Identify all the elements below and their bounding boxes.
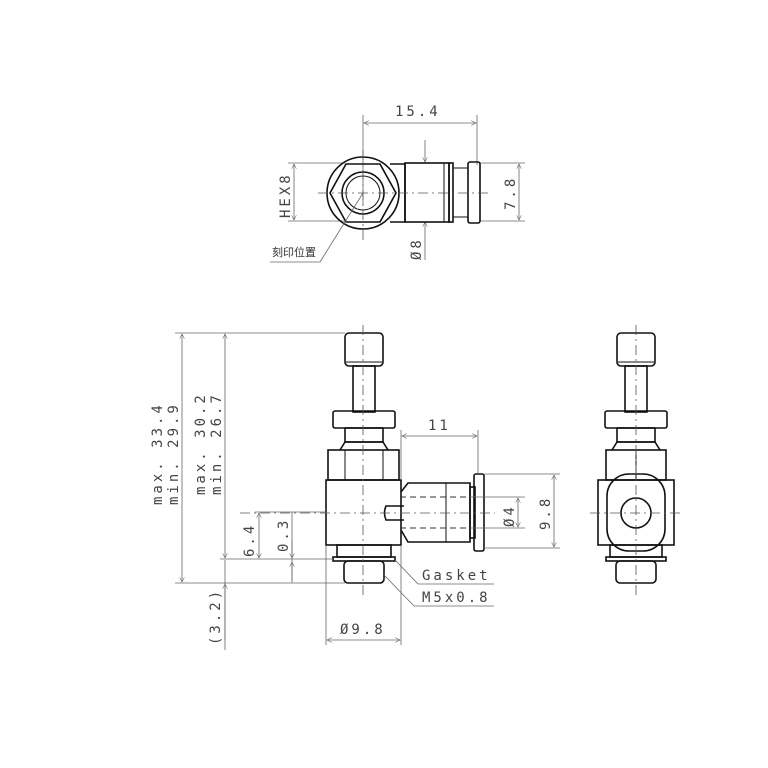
dim-port-dia: Ø4 (502, 504, 518, 527)
dim-gasket-offset: 0.3 (276, 518, 292, 552)
marking-label: 刻印位置 (272, 245, 316, 259)
dim-width: 15.4 (395, 104, 441, 120)
dim-release-dia: 9.8 (538, 496, 554, 530)
dim-elbow-reach: 11 (428, 418, 451, 434)
dim-overall-max: max. 33.4 (150, 402, 166, 505)
top-view: 15.4 HEX8 7.8 Ø8 刻印位置 (270, 104, 525, 263)
dim-height: 7.8 (503, 176, 519, 210)
dim-body-dia: Ø9.8 (340, 622, 386, 638)
front-view: max. 33.4 min. 29.9 max. 30.2 min. 26.7 … (150, 325, 560, 650)
dim-thread-length: (3.2) (208, 588, 224, 645)
gasket-label: Gasket (422, 568, 491, 584)
dim-hex: HEX8 (278, 172, 294, 218)
dim-port-height: 6.4 (242, 523, 258, 557)
dim-body-max: max. 30.2 (193, 392, 209, 495)
dim-body-min: min. 26.7 (209, 392, 225, 495)
thread-label: M5x0.8 (422, 590, 491, 606)
dim-overall-min: min. 29.9 (166, 402, 182, 505)
side-view (590, 325, 682, 595)
dim-tube: Ø8 (409, 237, 425, 260)
